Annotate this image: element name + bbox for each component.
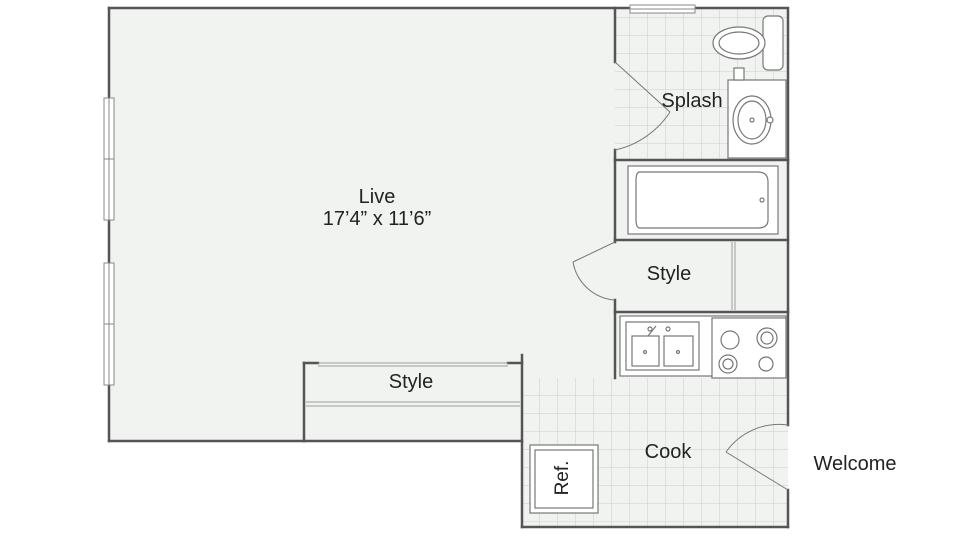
style-closet-bottom-label: Style: [388, 371, 434, 393]
sink-icon: [727, 67, 787, 159]
window-icon: [629, 4, 696, 14]
stove-icon: [711, 317, 787, 379]
live-room-dimensions: 17’4” x 11’6”: [322, 208, 432, 230]
kitchen-sink-icon: [625, 321, 700, 371]
bathtub-icon: [627, 165, 779, 235]
closet-shelving: [306, 242, 736, 407]
walls: [107, 6, 790, 529]
splash-room-label: Splash: [661, 90, 723, 112]
door-swing-icon: [572, 61, 789, 491]
live-room-name: Live: [358, 186, 396, 208]
toilet-icon: [712, 15, 784, 71]
live-room-label-group: Live 17’4” x 11’6”: [323, 185, 432, 231]
window-icon: [103, 97, 115, 386]
style-closet-right-label: Style: [646, 263, 692, 285]
cook-room-label: Cook: [644, 441, 692, 463]
entry-welcome-label: Welcome: [813, 453, 897, 475]
right-closet-floor: [615, 240, 788, 312]
live-room-floor: [109, 8, 615, 441]
refrigerator-icon: [529, 444, 599, 514]
refrigerator-label: Ref.: [552, 460, 573, 496]
